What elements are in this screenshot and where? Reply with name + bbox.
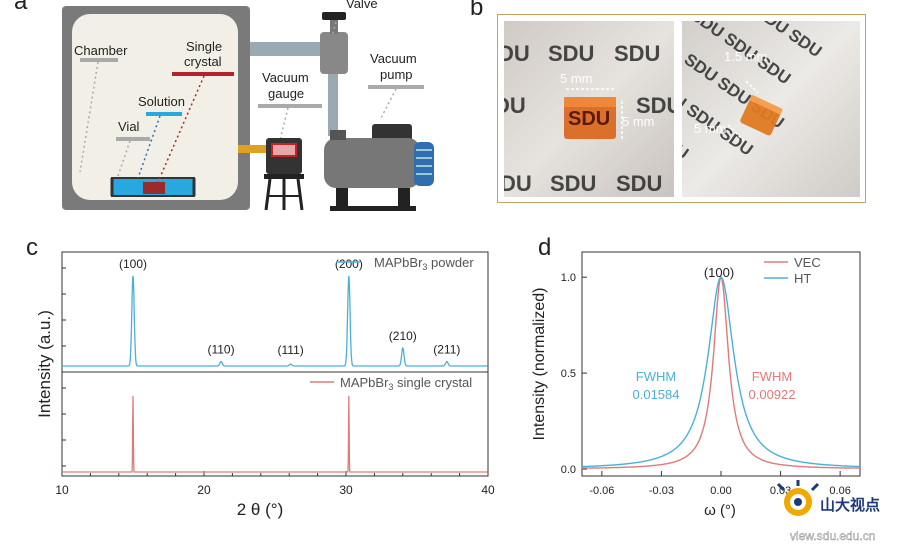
rc-ytick-label: 0.0 (561, 464, 576, 476)
rc-ytick-label: 1.0 (561, 272, 576, 284)
dim-right-top: 1.5 mm (724, 49, 767, 64)
dim-right-left: 5 mm (694, 121, 727, 136)
crystal-cube-left (564, 97, 616, 139)
rc-xtick-label: 0.03 (770, 485, 791, 497)
vacuum-pipe-vertical (328, 70, 338, 136)
photo-right: SDU SDU SDU SDU SDU SDU SDU SDU SDU SDU … (682, 21, 860, 197)
svg-text:SDU: SDU (616, 171, 662, 196)
label-single-crystal-1: Single (186, 39, 222, 54)
xrd-xtick-label: 10 (55, 483, 69, 497)
crystal-left-text: SDU (568, 108, 610, 130)
rc-ytick-label: 0.5 (561, 368, 576, 380)
valve-stem (330, 18, 338, 34)
svg-text:DU: DU (504, 41, 530, 66)
watermark-url: view.sdu.edu.cn (790, 529, 875, 543)
apparatus-diagram: Chamber Single crystal Solution Vial Val… (62, 0, 434, 211)
rc-xtick-label: -0.06 (589, 485, 614, 497)
xrd-xtick-label: 20 (197, 483, 211, 497)
rc-xlabel: ω (°) (704, 502, 736, 519)
fwhm-vec-label: FWHM (752, 369, 792, 384)
rocking-curve-chart: -0.06 -0.03 0.00 0.03 0.06 0.0 0.5 1.0 (100) VE… (531, 251, 861, 519)
fwhm-ht-value: 0.01584 (633, 387, 680, 402)
label-vacuum-gauge-1: Vacuum (262, 70, 309, 85)
svg-text:DU: DU (504, 171, 532, 196)
label-chamber: Chamber (74, 43, 128, 58)
xrd-peak-label: (200) (335, 257, 363, 271)
vacuum-pump (324, 138, 420, 188)
photo-left: DU SDU SDU DU SDU DU SDU SDU SDU 5 mm 5 mm (504, 21, 674, 197)
xrd-xlabel: 2 θ (°) (237, 500, 283, 519)
watermark-site: 山大视点 (820, 496, 880, 514)
svg-text:DU: DU (504, 93, 526, 118)
fwhm-vec-value: 0.00922 (749, 387, 796, 402)
rc-xtick-label: 0.00 (710, 485, 731, 497)
panel-label-c: c (26, 234, 38, 261)
gauge-connector (238, 145, 268, 153)
xrd-plot-frame (61, 251, 489, 477)
label-vacuum-pump-2: pump (380, 67, 413, 82)
rc-xtick-label: 0.06 (829, 485, 850, 497)
svg-text:SDU: SDU (636, 93, 674, 118)
watermark: 山大视点 view.sdu.edu.cn (740, 480, 900, 547)
dim-left-width: 5 mm (560, 71, 593, 86)
legend-single-crystal: MAPbBr3 single crystal (340, 375, 472, 392)
valve-body (320, 32, 348, 74)
rc-xtick-label: -0.03 (649, 485, 674, 497)
single-crystal (143, 182, 165, 194)
xrd-ylabel: Intensity (a.u.) (35, 310, 54, 418)
photo-panel: DU SDU SDU DU SDU DU SDU SDU SDU 5 mm 5 mm SD… (497, 14, 866, 203)
rc-peak-label: (100) (704, 265, 734, 280)
rc-ylabel: Intensity (normalized) (531, 288, 548, 441)
legend-vec: VEC (794, 255, 821, 270)
watermark-logo-icon (776, 480, 820, 516)
label-vacuum-pump-1: Vacuum (370, 51, 417, 66)
legend-ht: HT (794, 271, 811, 286)
legend-powder: MAPbBr3 powder (374, 255, 474, 272)
label-vial: Vial (118, 119, 140, 134)
pump-fan (414, 142, 434, 186)
xrd-xtick-label: 30 (339, 483, 353, 497)
valve-handle (322, 12, 346, 20)
svg-text:SDU: SDU (548, 41, 594, 66)
label-vacuum-gauge-2: gauge (268, 86, 304, 101)
rc-series-line (581, 276, 861, 468)
xrd-peak-label: (100) (119, 257, 147, 271)
xrd-peak-label: (211) (433, 343, 460, 357)
xrd-series-line (62, 275, 488, 367)
panel-label-a: a (14, 0, 28, 15)
xrd-xtick-label: 40 (481, 483, 495, 497)
dim-left-height: 5 mm (622, 114, 655, 129)
label-solution: Solution (138, 94, 185, 109)
rc-plot-frame (581, 251, 861, 477)
xrd-peak-label: (210) (389, 329, 417, 343)
svg-text:SDU: SDU (614, 41, 660, 66)
xrd-peak-label: (110) (207, 343, 234, 357)
panel-label-b: b (470, 0, 484, 21)
svg-text:SDU: SDU (550, 171, 596, 196)
xrd-series-line (62, 395, 488, 473)
label-single-crystal-2: crystal (184, 54, 222, 69)
vacuum-pipe-top (250, 42, 332, 56)
xrd-peak-label: (111) (278, 343, 304, 357)
rc-series-line (582, 275, 860, 469)
panel-label-d: d (538, 234, 552, 261)
fwhm-ht-label: FWHM (636, 369, 676, 384)
label-valve: Valve (346, 0, 378, 11)
